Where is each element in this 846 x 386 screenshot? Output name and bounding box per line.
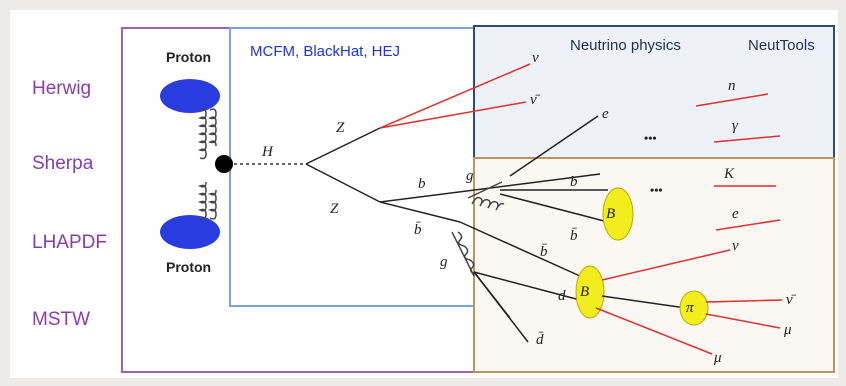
bbar-quark-label-2: b̄ xyxy=(570,228,578,244)
d-quark-label: d xyxy=(558,288,566,304)
higgs-label: H xyxy=(261,144,274,160)
gluon-bottom xyxy=(198,181,217,220)
muon-neutrino-track xyxy=(601,249,731,281)
generator-label-lhapdf: LHAPDF xyxy=(32,232,107,253)
antineutrino-label: ν̄ xyxy=(530,92,541,108)
diagram-canvas: Herwig Sherpa LHAPDF MSTW MCFM, BlackHat… xyxy=(10,10,838,378)
spectator-track xyxy=(473,271,511,319)
matrix-element-title: MCFM, BlackHat, HEJ xyxy=(250,43,400,60)
electron-label: e xyxy=(732,206,739,222)
neutron-track xyxy=(695,93,769,107)
gluon-b xyxy=(467,181,505,211)
hadron-decay-box xyxy=(473,157,835,373)
interaction-vertex xyxy=(215,155,233,173)
muon-antineutrino-label: ν̄ xyxy=(786,292,797,308)
neutrino-label: ν xyxy=(532,50,539,66)
proton-label-top: Proton xyxy=(166,49,211,65)
dbar-quark-label: d̄ xyxy=(536,332,544,348)
proton-label-bottom: Proton xyxy=(166,259,211,275)
ellipsis-top: ••• xyxy=(644,131,657,145)
ellipsis-mid: ••• xyxy=(650,183,663,197)
b-quark-label-2: b xyxy=(570,174,578,190)
neutron-label: n xyxy=(728,78,736,94)
pion-label: π xyxy=(686,300,694,316)
feynman-diagram: MCFM, BlackHat, HEJ Neutrino physics Neu… xyxy=(121,25,835,373)
kaon-label: K xyxy=(723,166,735,182)
b-quark-label: b xyxy=(418,176,426,192)
neutrino-track xyxy=(379,63,531,129)
b-zero-hadron xyxy=(575,265,605,319)
muon-minus-track xyxy=(705,313,781,329)
bbar-to-b0 xyxy=(459,221,581,277)
photon-track xyxy=(713,135,781,143)
gluon-label-b: g xyxy=(466,168,474,184)
muon-antineutrino-track xyxy=(705,299,783,303)
muon-plus-track xyxy=(595,307,713,355)
bbar-quark-to-hadron xyxy=(499,193,609,223)
z-boson-lower xyxy=(305,163,381,203)
bbar-label-3: b̄ xyxy=(540,244,548,260)
bbar-quark-track xyxy=(379,201,461,223)
gluon-label-lower: g xyxy=(440,254,448,270)
electron-track-top xyxy=(509,115,599,177)
photon-label: γ xyxy=(732,118,739,134)
z-label-upper: Z xyxy=(336,120,345,136)
muon-neutrino-label: ν xyxy=(732,238,739,254)
event-generator-box xyxy=(121,27,485,373)
muon-plus-label: μ xyxy=(713,350,722,366)
neutrino-physics-title: Neutrino physics xyxy=(570,37,681,54)
d-quark-track xyxy=(473,271,581,301)
z-boson-upper xyxy=(305,127,381,165)
bbar-quark-label: b̄ xyxy=(414,222,422,238)
antineutrino-track xyxy=(379,101,527,129)
generator-label-sherpa: Sherpa xyxy=(32,153,94,174)
gluon-top xyxy=(198,108,217,160)
electron-label-top: e xyxy=(602,106,609,122)
b-zero-label: B xyxy=(580,284,589,300)
generator-label-mstw: MSTW xyxy=(32,309,91,330)
electron-track xyxy=(715,219,781,231)
muon-minus-label: μ xyxy=(783,322,792,338)
pion-track xyxy=(601,295,687,309)
neuttools-title: NeutTools xyxy=(748,37,815,54)
z-label-lower: Z xyxy=(330,201,339,217)
b-minus-hadron xyxy=(602,187,634,241)
generator-label-herwig: Herwig xyxy=(32,78,92,99)
matrix-element-box xyxy=(229,27,475,307)
gluon-lower xyxy=(451,231,477,277)
proton-bottom xyxy=(160,215,220,249)
proton-top xyxy=(160,79,220,113)
pion-hadron xyxy=(679,290,709,326)
b-minus-label: B xyxy=(606,206,615,222)
